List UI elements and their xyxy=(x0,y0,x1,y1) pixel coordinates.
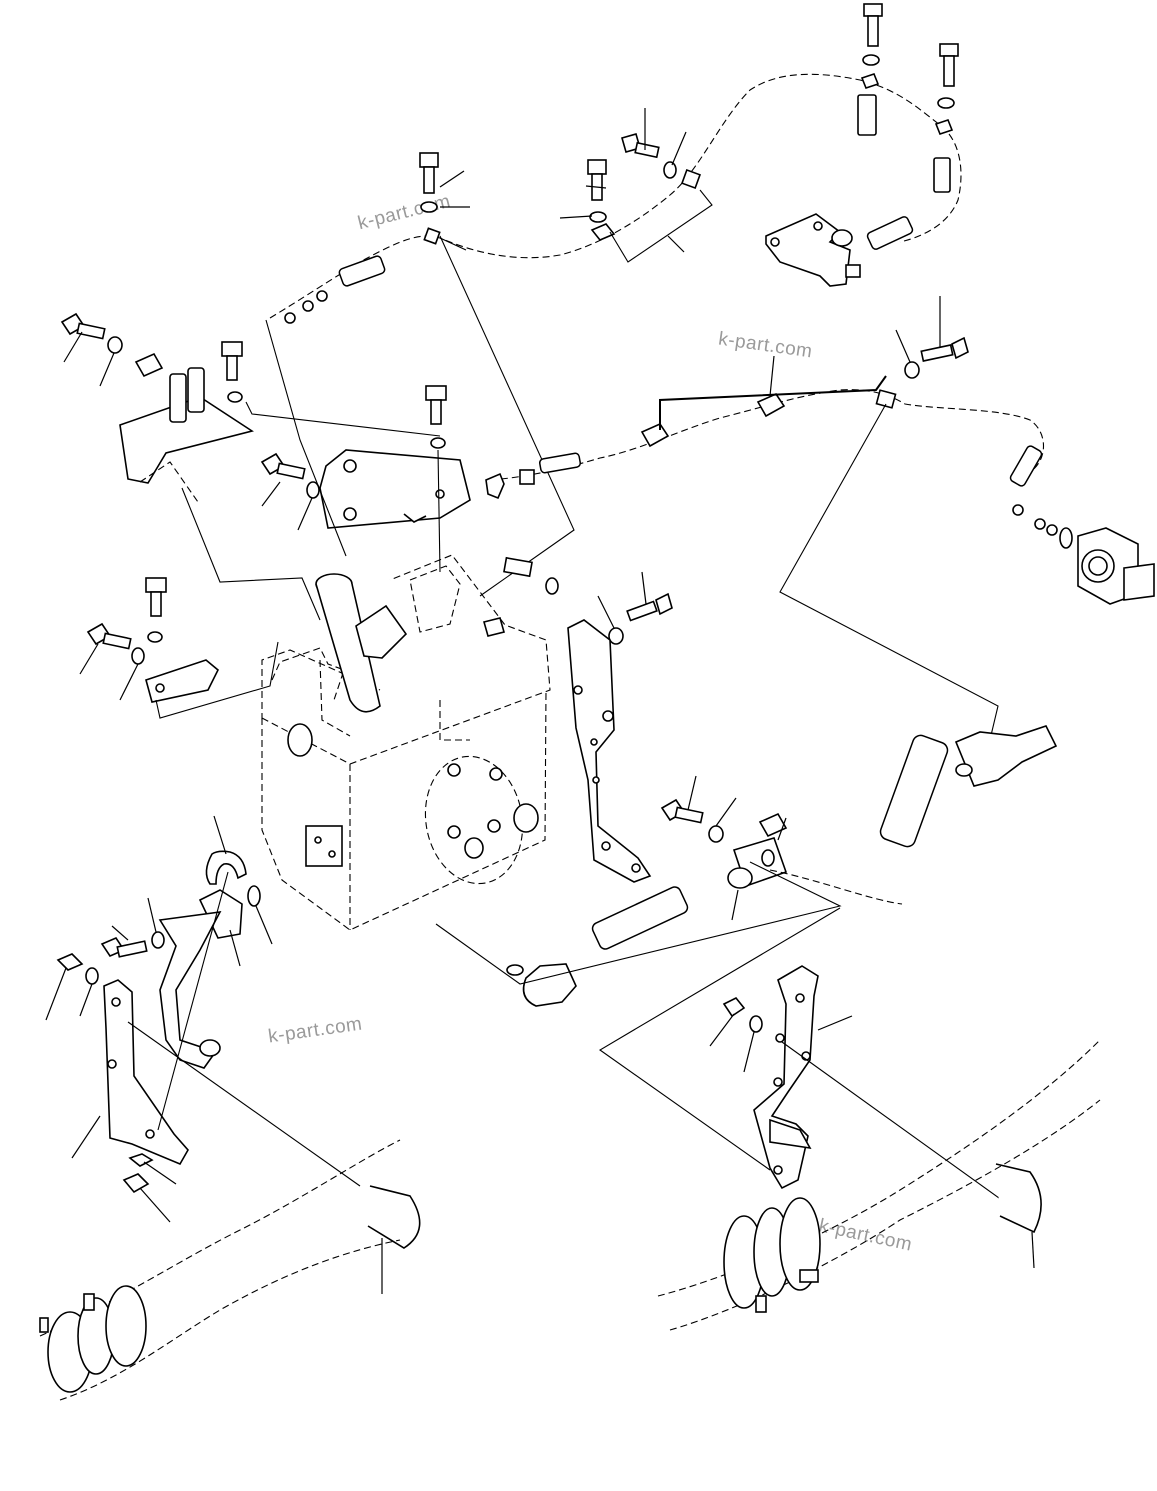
bolt xyxy=(60,312,123,387)
bolt xyxy=(769,296,969,397)
hydraulic-tank-housing xyxy=(261,554,551,931)
lower-hose xyxy=(435,725,1058,1007)
bolt xyxy=(45,897,177,1223)
solenoid-valve xyxy=(660,775,788,921)
propeller-shaft-left xyxy=(39,1139,401,1401)
mounting-bracket-right xyxy=(598,907,1025,1217)
leader-lines xyxy=(265,319,347,557)
bolt xyxy=(860,3,883,89)
leader-lines xyxy=(437,449,441,573)
bolt xyxy=(621,133,701,189)
bolt xyxy=(597,571,673,645)
filler-pipe xyxy=(315,573,408,713)
leader-lines xyxy=(245,401,441,437)
mounting-bracket xyxy=(765,213,861,287)
u-bolt-right xyxy=(995,1163,1042,1269)
bolt xyxy=(587,159,616,241)
hydraulic-fitting xyxy=(483,556,559,637)
support-bracket-right xyxy=(567,619,652,883)
flange-fitting xyxy=(1077,527,1155,605)
u-bolt-left xyxy=(127,1021,421,1294)
pipe-assembly xyxy=(157,815,273,1131)
leader-lines xyxy=(181,487,321,621)
leader-lines xyxy=(779,403,999,749)
bolt xyxy=(419,152,441,245)
propeller-shaft-right xyxy=(657,1039,1101,1331)
bolt xyxy=(260,452,320,531)
bolt xyxy=(934,43,959,135)
hose-clamp xyxy=(640,375,897,448)
bolt xyxy=(79,577,279,719)
upper-hose-line xyxy=(269,73,962,324)
bracket-left xyxy=(71,979,189,1166)
valve-bracket-left xyxy=(119,341,254,503)
middle-hose-line xyxy=(485,389,1073,549)
support-plate xyxy=(319,385,471,529)
leader-lines xyxy=(439,108,713,263)
leader-lines xyxy=(439,235,575,597)
